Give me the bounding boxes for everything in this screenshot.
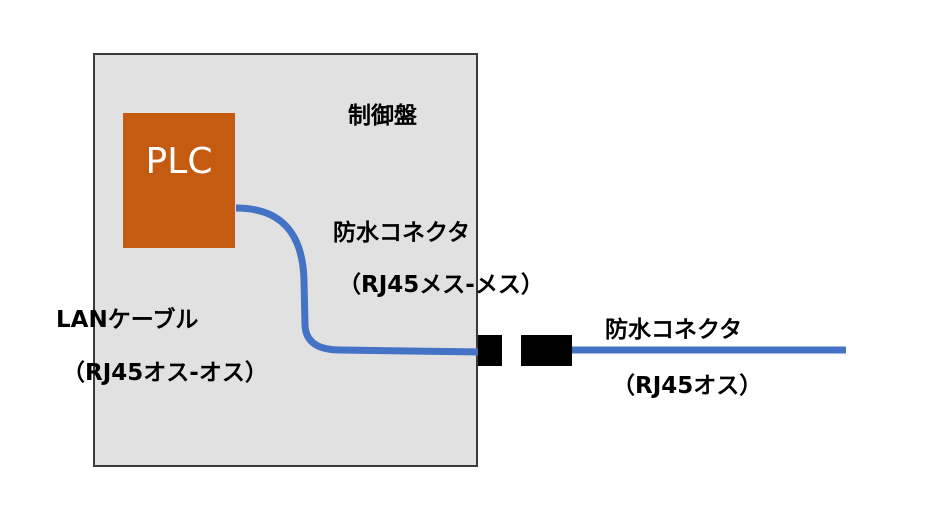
lan-cable-name: LANケーブル <box>56 307 199 333</box>
external-connector-type: （RJ45オス） <box>612 373 763 399</box>
external-connector <box>521 335 572 366</box>
external-connector-name: 防水コネクタ <box>605 317 743 343</box>
panel-title: 制御盤 <box>348 103 417 129</box>
panel-connector <box>478 335 502 366</box>
lan-cable <box>235 204 483 356</box>
plc-label: PLC <box>145 141 213 182</box>
plc-block: PLC <box>123 113 235 248</box>
panel-connector-name: 防水コネクタ <box>333 220 471 246</box>
lan-cable-type: （RJ45オス-オス） <box>62 360 268 386</box>
panel-connector-type: （RJ45メス-メス） <box>338 272 544 298</box>
